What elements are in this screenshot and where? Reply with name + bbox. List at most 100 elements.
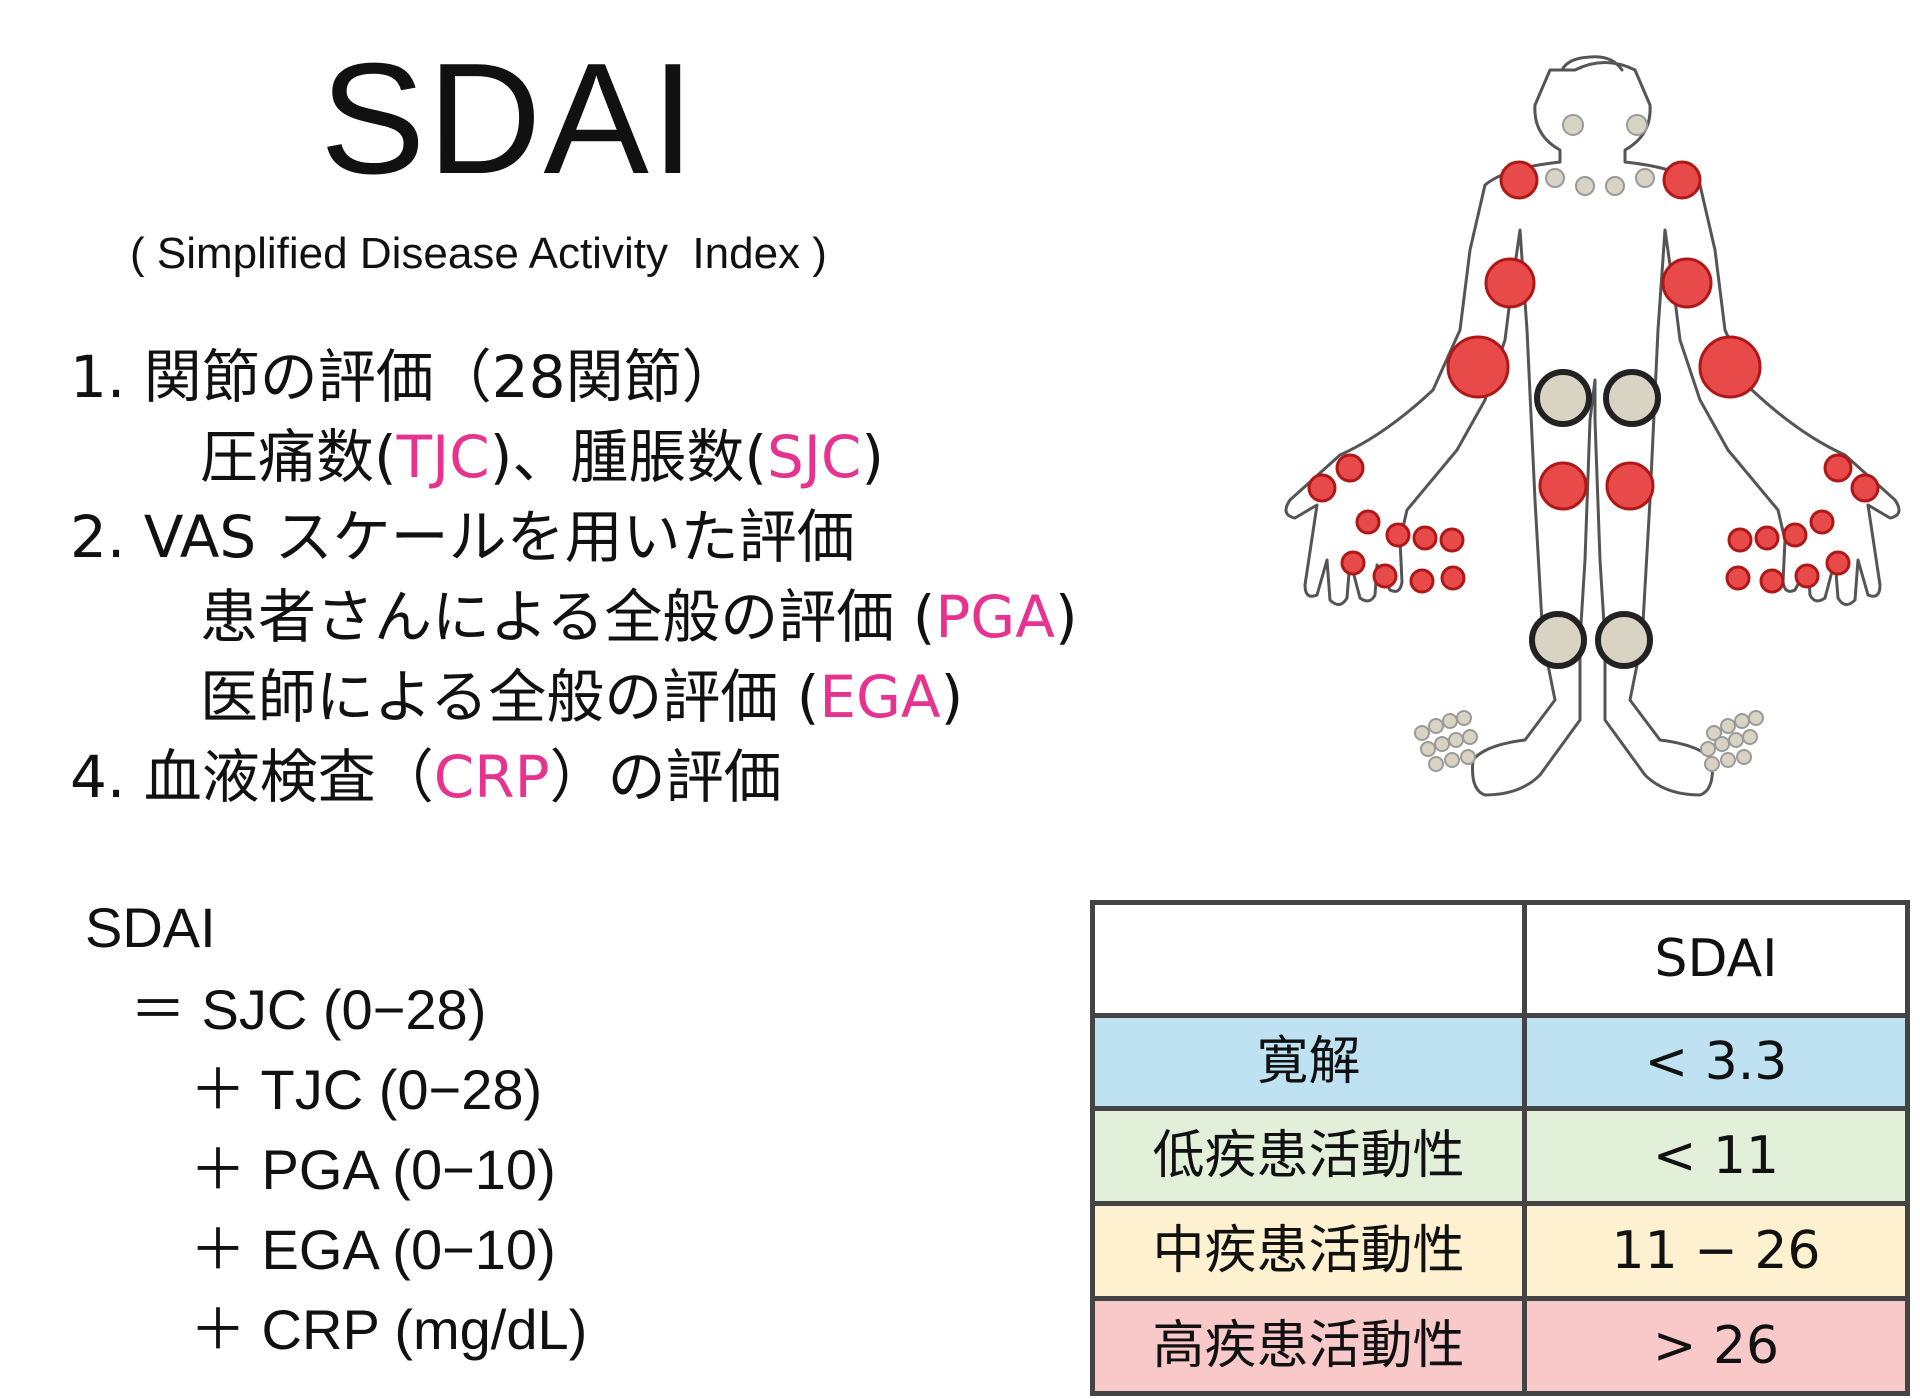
item-4: 4. 血液検査（CRP）の評価 bbox=[70, 748, 782, 806]
toe-joint bbox=[1442, 713, 1458, 729]
finger-joint bbox=[1794, 563, 1820, 589]
toe-joint bbox=[1720, 718, 1736, 734]
pga-abbr: PGA bbox=[935, 583, 1055, 651]
item-2-sub-2-post: ) bbox=[940, 663, 964, 731]
item-2-sub-2-pre: 医師による全般の評価 ( bbox=[200, 663, 820, 731]
table-row-label: 高疾患活動性 bbox=[1090, 1296, 1527, 1396]
formula-line-1: ＝ SJC (0−28) bbox=[130, 978, 487, 1041]
table-row-remission: 寛解 < 3.3 bbox=[1090, 1013, 1910, 1111]
toe-joint bbox=[1704, 756, 1720, 772]
item-4-post: ）の評価 bbox=[549, 743, 782, 811]
item-1-sub-post: ) bbox=[861, 423, 885, 491]
finger-joint bbox=[1754, 525, 1780, 551]
table-header-row: SDAI bbox=[1090, 900, 1910, 1018]
table-row-value: < 3.3 bbox=[1522, 1013, 1910, 1111]
toe-joint bbox=[1456, 710, 1472, 726]
toe-joint bbox=[1736, 749, 1752, 765]
knee-ankle-joints bbox=[1529, 369, 1661, 669]
joint-neutral bbox=[1635, 168, 1655, 188]
formula-line-5: ＋ CRP (mg/dL) bbox=[190, 1298, 588, 1361]
finger-joint bbox=[1850, 473, 1880, 503]
toe-joint bbox=[1420, 741, 1436, 757]
item-1-sub: 圧痛数(TJC)、腫脹数(SJC) bbox=[200, 428, 884, 486]
knee-joint-right bbox=[1605, 461, 1655, 511]
finger-joint bbox=[1409, 568, 1435, 594]
table-row-low: 低疾患活動性 < 11 bbox=[1090, 1106, 1910, 1206]
ankle-joint-left bbox=[1529, 611, 1587, 669]
item-1-sub-mid: )、腫脹数( bbox=[489, 423, 767, 491]
toe-joint bbox=[1748, 710, 1764, 726]
finger-joint bbox=[1825, 550, 1851, 576]
toe-joint bbox=[1706, 725, 1722, 741]
toe-joint bbox=[1734, 713, 1750, 729]
item-2-sub-1-post: ) bbox=[1054, 583, 1078, 651]
item-2-sub-1: 患者さんによる全般の評価 (PGA) bbox=[200, 588, 1078, 646]
wrist-joint-right bbox=[1698, 335, 1762, 399]
joint-neutral bbox=[1626, 114, 1648, 136]
formula-line-3: ＋ PGA (0−10) bbox=[190, 1138, 556, 1201]
toe-joint bbox=[1428, 756, 1444, 772]
shoulder-joint-left bbox=[1499, 160, 1539, 200]
table-row-moderate: 中疾患活動性 11 − 26 bbox=[1090, 1201, 1910, 1301]
item-1-sub-pre: 圧痛数( bbox=[200, 423, 397, 491]
page-title: SDAI bbox=[320, 31, 697, 207]
hip-joint-right bbox=[1603, 369, 1661, 427]
toe-joint bbox=[1728, 732, 1744, 748]
table-row-label: 中疾患活動性 bbox=[1090, 1201, 1527, 1301]
toe-joint bbox=[1414, 725, 1430, 741]
ega-abbr: EGA bbox=[819, 663, 941, 731]
tjc-abbr: TJC bbox=[396, 423, 490, 491]
formula-line-4: ＋ EGA (0−10) bbox=[190, 1218, 556, 1281]
page-subtitle: ( Simplified Disease Activity Index ) bbox=[130, 229, 827, 278]
finger-joint bbox=[1727, 527, 1753, 553]
table-header-empty bbox=[1090, 900, 1527, 1018]
table-row-value: < 11 bbox=[1522, 1106, 1910, 1206]
joint-neutral bbox=[1562, 114, 1584, 136]
joint-neutral bbox=[1545, 168, 1565, 188]
item-1-text: 1. 関節の評価（28関節） bbox=[70, 343, 740, 411]
toe-joint bbox=[1742, 729, 1758, 745]
hip-joint-left bbox=[1534, 369, 1592, 427]
body-outline bbox=[1284, 55, 1901, 797]
toe-joint bbox=[1460, 749, 1476, 765]
toe-joint bbox=[1448, 732, 1464, 748]
finger-joint bbox=[1823, 453, 1853, 483]
toe-joint bbox=[1462, 729, 1478, 745]
elbow-joint-left bbox=[1484, 257, 1536, 309]
finger-joint bbox=[1355, 509, 1381, 535]
finger-joint bbox=[1335, 453, 1365, 483]
crp-abbr: CRP bbox=[433, 743, 550, 811]
finger-joint bbox=[1809, 509, 1835, 535]
finger-joint bbox=[1782, 522, 1808, 548]
finger-joint bbox=[1412, 525, 1438, 551]
shoulder-joint-right bbox=[1662, 160, 1702, 200]
sjc-abbr: SJC bbox=[766, 423, 862, 491]
swollen-joints bbox=[1307, 160, 1880, 594]
wrist-joint-left bbox=[1446, 335, 1510, 399]
finger-joint bbox=[1725, 565, 1751, 591]
toe-joint bbox=[1720, 752, 1736, 768]
table-row-value: > 26 bbox=[1522, 1296, 1910, 1396]
sdai-threshold-table: SDAI 寛解 < 3.3 低疾患活動性 < 11 中疾患活動性 11 − 26… bbox=[1090, 900, 1910, 1396]
table-header-sdai: SDAI bbox=[1522, 900, 1910, 1018]
table-row-high: 高疾患活動性 > 26 bbox=[1090, 1296, 1910, 1396]
finger-joint bbox=[1439, 527, 1465, 553]
finger-joint bbox=[1759, 568, 1785, 594]
finger-joint bbox=[1385, 522, 1411, 548]
item-2: 2. VAS スケールを用いた評価 bbox=[70, 508, 855, 566]
item-2-text: 2. VAS スケールを用いた評価 bbox=[70, 503, 855, 571]
knee-joint-left bbox=[1538, 461, 1588, 511]
toe-joint bbox=[1700, 741, 1716, 757]
table-row-label: 寛解 bbox=[1090, 1013, 1527, 1111]
toe-joint bbox=[1714, 736, 1730, 752]
item-2-sub-1-pre: 患者さんによる全般の評価 ( bbox=[200, 583, 936, 651]
formula-label: SDAI bbox=[85, 896, 216, 959]
table-row-value: 11 − 26 bbox=[1522, 1201, 1910, 1301]
elbow-joint-right bbox=[1661, 257, 1713, 309]
item-1: 1. 関節の評価（28関節） bbox=[70, 348, 740, 406]
item-2-sub-2: 医師による全般の評価 (EGA) bbox=[200, 668, 963, 726]
body-joint-diagram bbox=[1284, 55, 1901, 797]
item-4-pre: 4. 血液検査（ bbox=[70, 743, 434, 811]
ankle-joint-right bbox=[1595, 611, 1653, 669]
finger-joint bbox=[1372, 563, 1398, 589]
